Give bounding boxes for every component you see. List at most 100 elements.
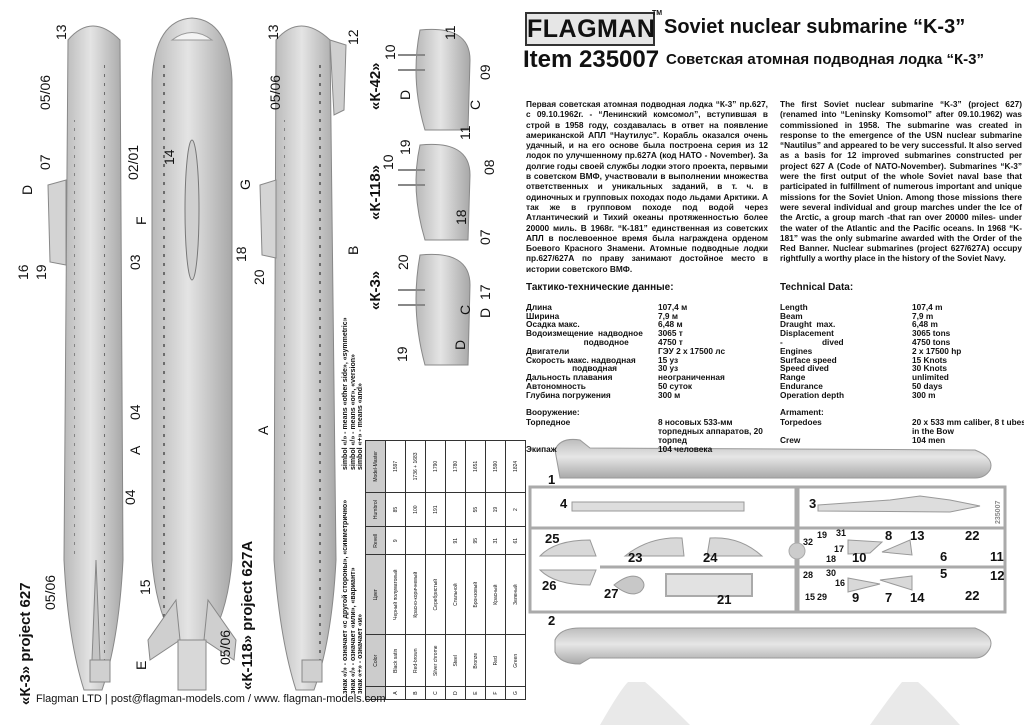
- part-number: 14: [910, 590, 925, 605]
- callout: A: [255, 425, 271, 435]
- table-cell: 100: [405, 492, 426, 527]
- table-cell: Green: [505, 634, 526, 687]
- table-cell: Black satin: [385, 634, 406, 687]
- tech-value: 15 уз: [658, 354, 679, 365]
- callout: 03: [127, 254, 143, 270]
- callout: 15: [137, 579, 153, 595]
- sail-detail-k42: [398, 28, 471, 131]
- legend-line: simbol «/» - means «or», «version»: [349, 354, 357, 470]
- table-cell: 9: [385, 527, 406, 555]
- detail-label-k118: «К-118»: [367, 165, 384, 220]
- tech-label: Автономность: [526, 380, 586, 391]
- callout: 09: [477, 64, 493, 80]
- item-number: Item 235007: [523, 46, 660, 73]
- tech-value: 104 человека: [658, 443, 713, 454]
- tech-value: 30 Knots: [912, 363, 948, 374]
- callout: A: [127, 445, 143, 455]
- part-number: 7: [885, 590, 892, 605]
- table-cell: 1736 + 1683: [405, 440, 426, 493]
- part-number: 26: [542, 578, 556, 593]
- tech-label: Ширина: [526, 310, 560, 321]
- tech-label: Endurance: [780, 380, 823, 391]
- tech-label: Длина: [526, 301, 552, 312]
- part-number: 28: [803, 570, 813, 580]
- part-number: 30: [826, 568, 836, 578]
- table-cell: 2: [505, 492, 526, 527]
- tech-label: Crew: [780, 434, 801, 445]
- tech-value: 15 Knots: [912, 354, 948, 365]
- tech-row: Торпедное 8 носовых 533-мм торпедных аппа…: [526, 417, 778, 445]
- tech-row: Draught max.6,48 m: [780, 320, 1024, 329]
- callout: D: [452, 340, 468, 350]
- detail-label-k42: «К-42»: [367, 62, 384, 110]
- tech-label: Экипаж: [526, 443, 557, 454]
- part-number: 23: [628, 550, 642, 565]
- tech-label: Осадка макс.: [526, 319, 580, 330]
- tech-value: 20 x 533 mm caliber, 8 t ubes in the Bow: [912, 417, 1024, 437]
- tech-label: подводное: [526, 336, 629, 347]
- table-cell: Silver chrome: [425, 634, 446, 687]
- callout: 20: [251, 269, 267, 285]
- description-russian: Первая советская атомная подводная лодка…: [526, 99, 768, 274]
- symbol-legend-russian: знак «/» - означает «с другой стороны», …: [342, 500, 365, 694]
- callout: 13: [265, 24, 281, 40]
- callout: D: [397, 90, 413, 100]
- table-header: Humbrol: [365, 492, 386, 527]
- trademark: TM: [652, 10, 663, 17]
- tech-label: Displacement: [780, 328, 834, 339]
- callout: 11: [442, 25, 458, 40]
- callout: 11: [457, 125, 473, 140]
- tech-value: 7,9 м: [658, 310, 678, 321]
- callout: 04: [127, 404, 143, 420]
- tech-value: ГЭУ 2 х 17500 лс: [658, 345, 726, 356]
- tech-heading: Technical Data:: [780, 282, 854, 293]
- callout: B: [345, 246, 361, 255]
- callout: 10: [382, 44, 398, 60]
- table-cell: F: [485, 686, 506, 700]
- callout: 13: [53, 24, 69, 40]
- callout: 02/01: [125, 145, 141, 180]
- tech-value: 300 м: [658, 389, 681, 400]
- website-link[interactable]: www. flagman-models.com: [254, 693, 386, 705]
- sail-detail-k118: [398, 143, 471, 241]
- table-cell: Серебристый: [425, 554, 446, 635]
- table-cell: 1824: [505, 440, 526, 493]
- part-number: 8: [885, 528, 892, 543]
- table-cell: [405, 527, 426, 555]
- separator: |: [104, 693, 108, 705]
- tech-label: Двигатели: [526, 345, 570, 356]
- callout-labels: 13 05/06 02/01 07 D 16 19 03 04 A 04 05/…: [15, 24, 497, 670]
- tech-value: 8 носовых 533-мм торпедных аппаратов, 20…: [658, 417, 763, 445]
- part-number: 12: [990, 568, 1004, 583]
- company-name: Flagman LTD: [36, 693, 102, 705]
- table-cell: 95: [465, 527, 486, 555]
- callout: 20: [395, 254, 411, 270]
- tech-value: 30 уз: [658, 363, 679, 374]
- tech-row: Ширина 7,9 м: [526, 310, 778, 321]
- tech-label: Торпедное: [526, 417, 571, 428]
- email-link[interactable]: post@flagman-models.com: [110, 693, 245, 705]
- callout: 14: [161, 149, 177, 165]
- part-number: 32: [803, 537, 813, 547]
- legend-line: знак «/» - означает «с другой стороны», …: [342, 499, 349, 694]
- callout: 19: [33, 264, 49, 280]
- callout: 18: [453, 209, 469, 225]
- tech-label: Draught max.: [780, 319, 836, 330]
- callout: C: [457, 305, 473, 315]
- part-number: 11: [990, 549, 1004, 564]
- part-number: 31: [836, 528, 846, 538]
- callout: 07: [37, 154, 53, 170]
- brand-logo: FLAGMAN: [525, 12, 655, 46]
